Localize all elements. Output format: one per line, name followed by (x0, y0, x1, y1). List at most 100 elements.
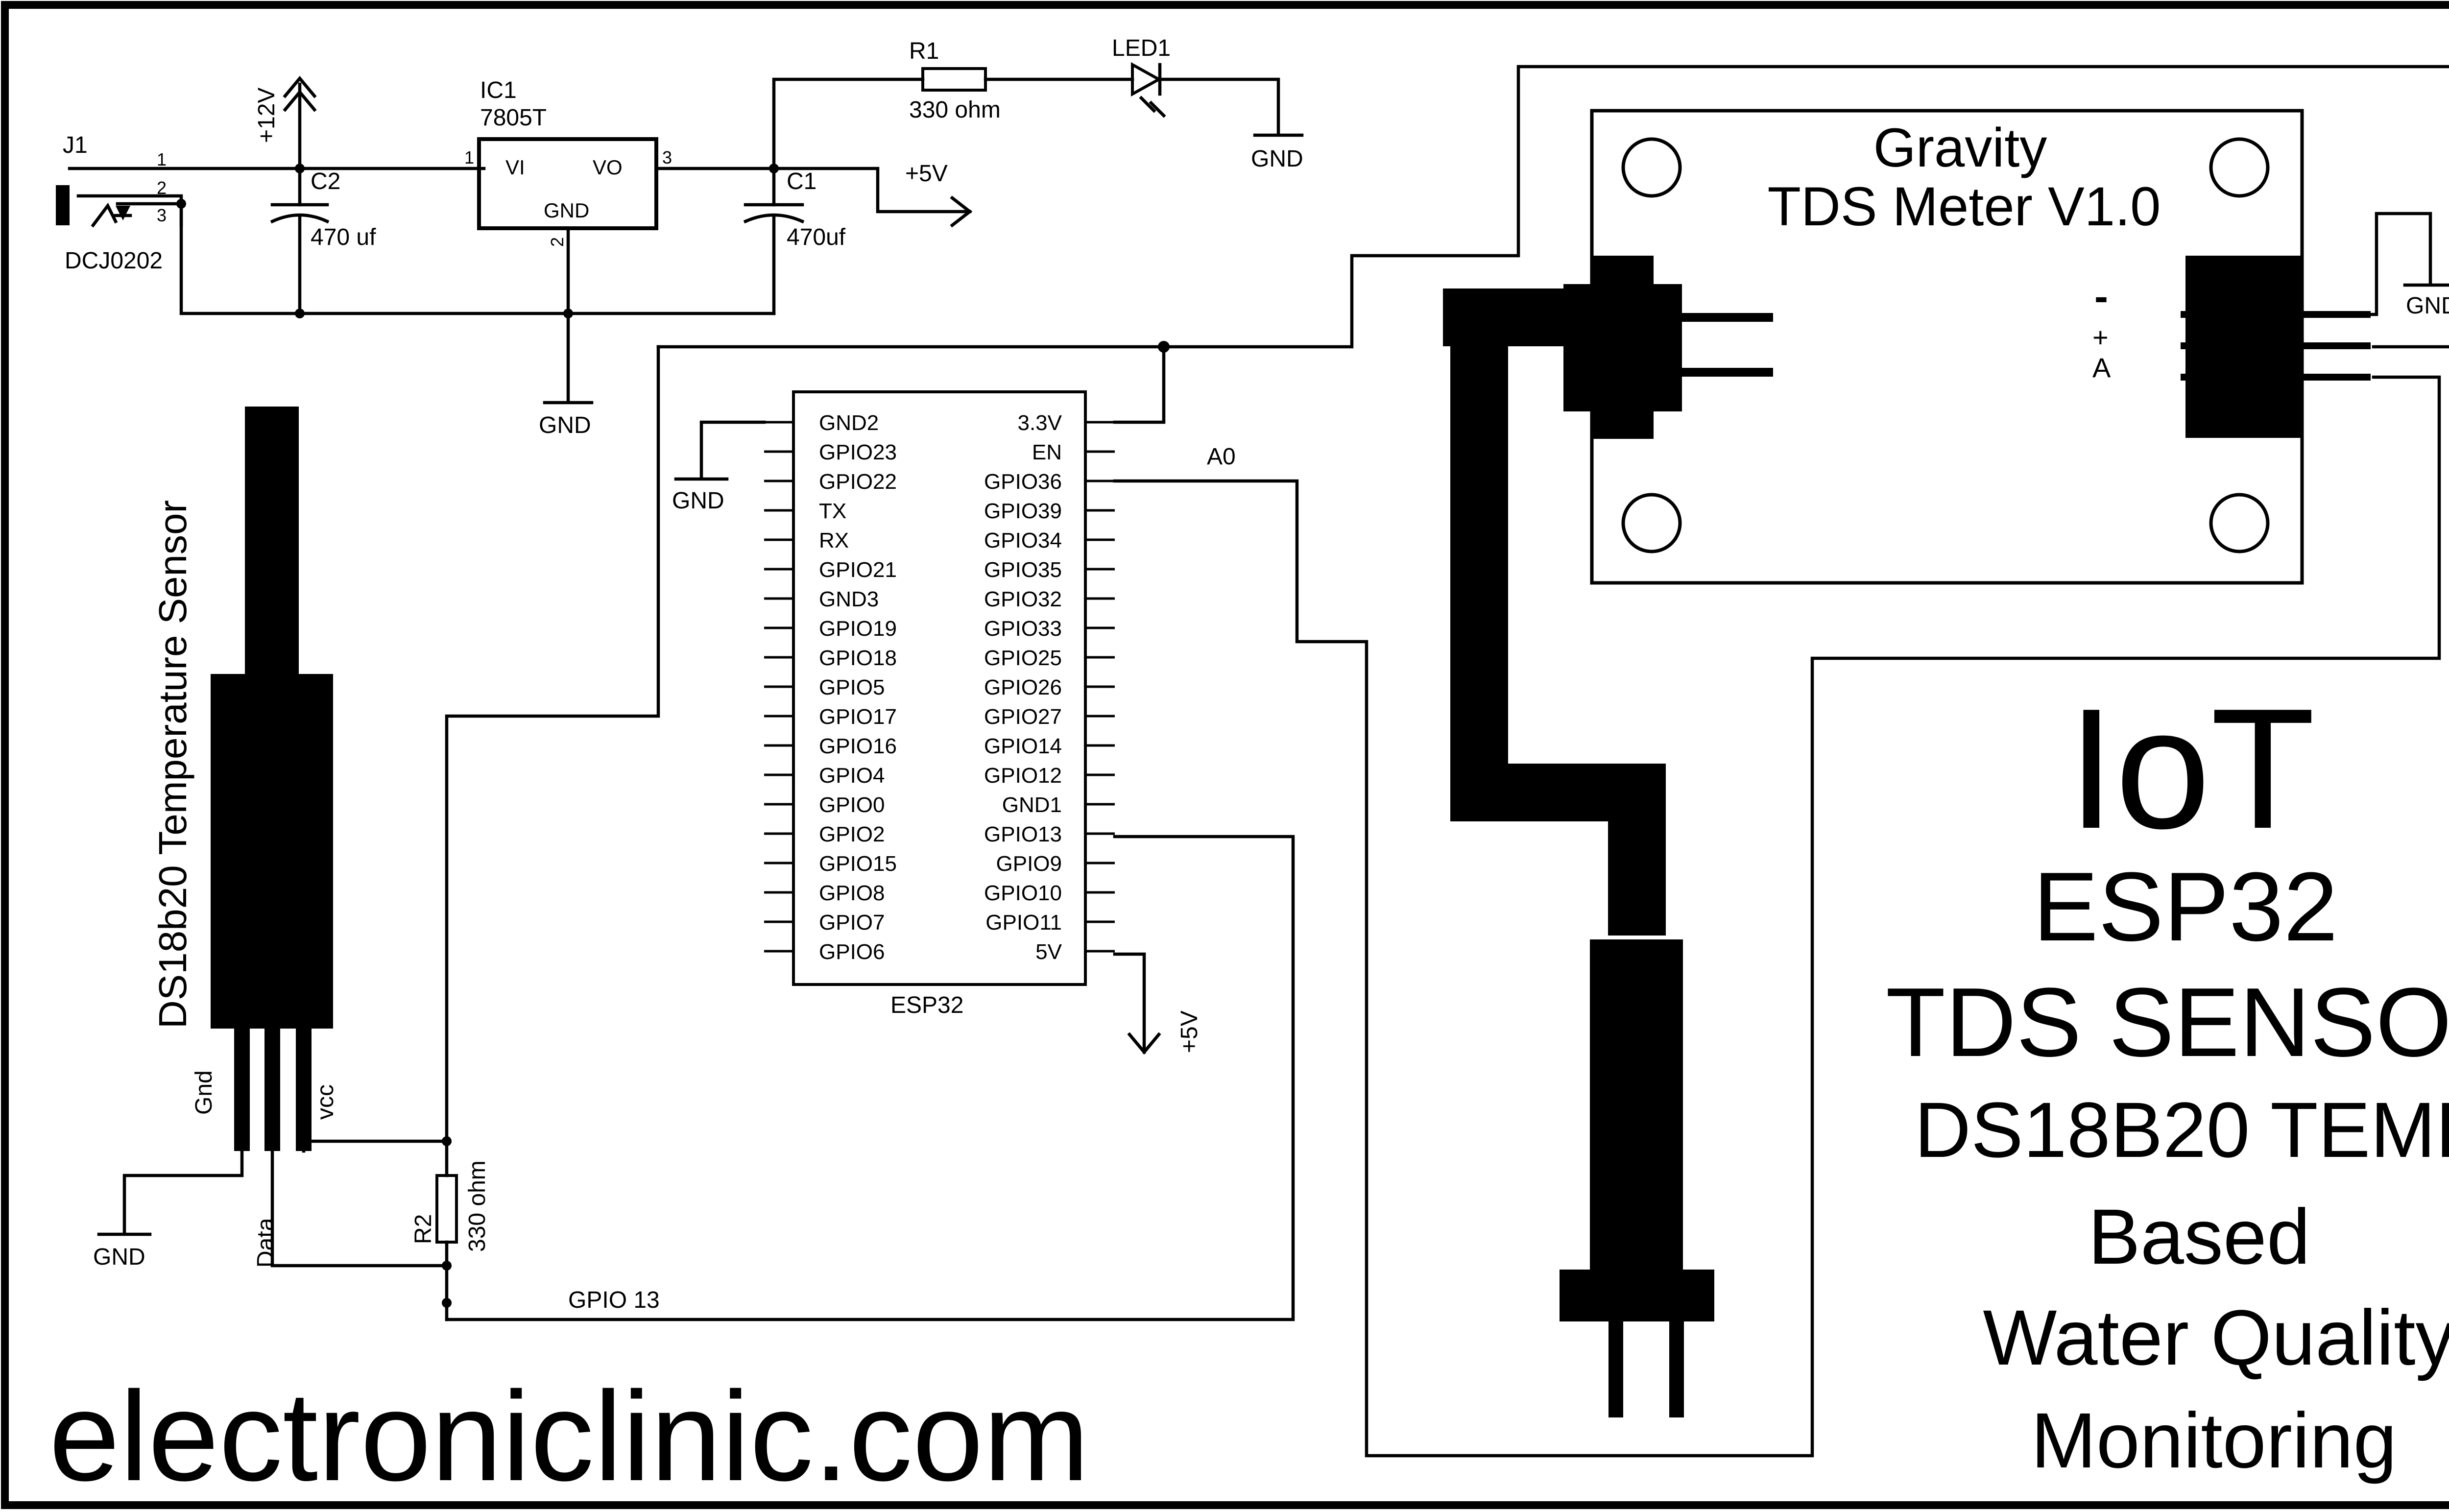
c1-value: 470uf (787, 224, 846, 250)
ds18b20-body (211, 674, 333, 1029)
tds-probe-tip (1560, 1270, 1714, 1321)
probe-connector-mid (1563, 284, 1682, 411)
esp32-right-pin-label: GPIO13 (984, 822, 1062, 846)
j1-pin-3: 3 (157, 205, 167, 225)
caption-line-water: Water Quality (1983, 1294, 2449, 1381)
v12-label: +12V (254, 88, 280, 143)
r1-label: R1 (909, 38, 939, 64)
v5-output-label: +5V (905, 161, 948, 187)
esp32-board (792, 390, 1087, 986)
esp32-left-pin-label: GPIO5 (819, 675, 885, 699)
tds-probe-electrode-right (1669, 1321, 1684, 1417)
ds18b20-vcc-pin-label: vcc (312, 1084, 338, 1120)
r2-resistor (435, 1174, 458, 1244)
esp32-right-pin-label: GPIO36 (984, 470, 1062, 494)
ds18b20-data-pin-label: Data (253, 1218, 279, 1268)
j1-jack-body (56, 185, 70, 225)
ic1-ground-label: GND (539, 412, 591, 438)
caption-block: IoT ESP32 TDS SENSOR DS18B20 TEMP Based … (1886, 673, 2449, 1484)
esp32-left-pin-label: GPIO22 (819, 470, 897, 494)
ic1-part: 7805T (480, 105, 547, 131)
esp32-right-pin-label: GPIO27 (984, 705, 1062, 729)
tds-title-line2: TDS Meter V1.0 (1768, 176, 2161, 237)
esp32-left-pin-label: GPIO15 (819, 852, 897, 876)
ic1-pin-3: 3 (662, 147, 672, 168)
c1-label: C1 (787, 168, 816, 194)
esp32-right-pin-label: GPIO25 (984, 646, 1062, 670)
esp32-right-pin-label: GND1 (1002, 793, 1062, 817)
led-indicator-section: R1 330 ohm LED1 GND (772, 35, 1304, 172)
jack-part-label: DCJ0202 (65, 248, 163, 274)
j1-label: J1 (63, 132, 88, 158)
mount-hole-top-right (2209, 137, 2270, 198)
mount-hole-bottom-right (2209, 493, 2270, 553)
caption-line-iot: IoT (2067, 673, 2315, 864)
a0-label: A0 (1207, 444, 1236, 470)
esp32-left-pin-label: GPIO21 (819, 558, 897, 582)
esp32-left-pins: GND2GPIO23GPIO22TXRXGPIO21GND3GPIO19GPIO… (764, 411, 897, 964)
esp32-left-pin-label: GPIO18 (819, 646, 897, 670)
esp32-right-pin-label: GPIO33 (984, 617, 1062, 641)
ds18b20-title: DS18b20 Temperature Sensor (151, 500, 194, 1029)
esp32-right-pin-label: GPIO35 (984, 558, 1062, 582)
tds-pin-minus-label: - (2094, 273, 2108, 319)
esp32-right-pin-label: EN (1032, 440, 1062, 464)
tds-probe-cable (1443, 288, 1666, 936)
caption-line-esp32: ESP32 (2033, 852, 2338, 961)
j1-pin-1: 1 (157, 149, 167, 169)
led-ground-label: GND (1251, 146, 1303, 172)
c2-label: C2 (311, 168, 340, 194)
ds18b20-gnd-pin-label: Gnd (191, 1070, 217, 1115)
esp32-left-pin-label: GPIO6 (819, 940, 885, 964)
ds18b20-vcc-lead (296, 1029, 312, 1151)
esp32-left-pin-label: GPIO4 (819, 764, 885, 788)
ds18b20-gnd-lead (234, 1029, 250, 1151)
esp32-left-pin-label: GPIO23 (819, 440, 897, 464)
esp32-right-pin-label: GPIO26 (984, 675, 1062, 699)
esp32-left-pin-label: RX (819, 528, 849, 552)
gpio13-label: GPIO 13 (568, 1287, 660, 1313)
probe-connector-bot (1592, 407, 1654, 439)
tds-pin-plus-label: + (2092, 322, 2109, 353)
esp32-left-pin-label: GPIO16 (819, 734, 897, 758)
led1-label: LED1 (1112, 35, 1171, 61)
tds-probe-electrode-left (1609, 1321, 1623, 1417)
esp32-right-pin-label: GPIO34 (984, 528, 1062, 552)
esp32-left-pin-label: GPIO19 (819, 617, 897, 641)
esp32-right-pin-label: GPIO11 (985, 911, 1062, 935)
mount-hole-top-left (1621, 137, 1682, 198)
power-supply-section: J1 1 2 3 DCJ0202 +12V C2 470 uf IC1 7805… (56, 75, 973, 438)
esp32-left-pin-label: GPIO17 (819, 705, 897, 729)
esp32-right-pin-label: GPIO12 (984, 764, 1062, 788)
esp32-left-pin-label: GPIO0 (819, 793, 885, 817)
tds-ground-label: GND (2406, 293, 2449, 319)
ds18b20-cable (245, 407, 299, 676)
r2-label: R2 (410, 1214, 436, 1244)
esp32-right-pin-label: 5V (1035, 940, 1062, 964)
esp32-left-pin-label: TX (819, 499, 846, 523)
tds-pin-a-label: A (2092, 352, 2111, 383)
led1-diode-icon (1131, 62, 1162, 97)
esp32-right-pins: 3.3V EN GPIO36GPIO39GPIO34GPIO35GPIO32GPIO… (984, 411, 1115, 964)
esp32-right-pin-label: GPIO32 (984, 587, 1062, 611)
ic1-label: IC1 (480, 77, 517, 103)
esp32-name: ESP32 (890, 992, 963, 1018)
esp32-left-pin-label: GPIO8 (819, 881, 885, 905)
ic1-gnd-label: GND (544, 199, 589, 222)
ic1-pin-2: 2 (547, 237, 567, 247)
c2-value: 470 uf (311, 224, 376, 250)
ic1-pin-1: 1 (464, 147, 474, 168)
jack-arrow-icon (116, 206, 130, 220)
mount-hole-bottom-left (1621, 493, 1682, 553)
esp32-left-pin-label: GPIO7 (819, 911, 885, 935)
esp32-right-pin-label: 3.3V (1017, 411, 1062, 435)
ic1-vo-label: VO (593, 156, 623, 179)
esp32-right-pin-label: GPIO39 (984, 499, 1062, 523)
esp32-ground-label: GND (672, 488, 724, 514)
esp32-left-pin-label: GPIO2 (819, 822, 885, 846)
r1-resistor (921, 67, 987, 92)
r2-value: 330 ohm (464, 1160, 490, 1252)
caption-line-based: Based (2088, 1193, 2310, 1280)
caption-line-tds: TDS SENSOR (1886, 968, 2449, 1077)
